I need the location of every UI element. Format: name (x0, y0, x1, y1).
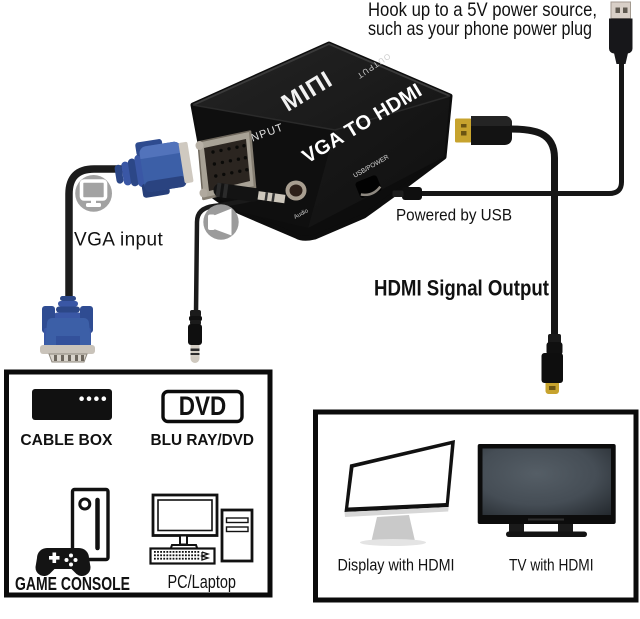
svg-text:TV with HDMI: TV with HDMI (509, 556, 594, 575)
svg-text:Hook up to a 5V power source,: Hook up to a 5V power source, (368, 0, 597, 21)
svg-text:Powered by USB: Powered by USB (396, 206, 512, 225)
svg-text:CABLE BOX: CABLE BOX (20, 432, 112, 449)
svg-text:VGA input: VGA input (74, 230, 163, 251)
svg-text:HDMI Signal Output: HDMI Signal Output (374, 276, 549, 301)
svg-text:Display with HDMI: Display with HDMI (338, 556, 455, 575)
svg-text:GAME CONSOLE: GAME CONSOLE (15, 574, 130, 594)
svg-text:such as your phone power plug: such as your phone power plug (368, 18, 592, 40)
svg-text:BLU RAY/DVD: BLU RAY/DVD (151, 432, 255, 449)
svg-text:DVD: DVD (179, 391, 227, 421)
svg-text:PC/Laptop: PC/Laptop (168, 572, 237, 592)
